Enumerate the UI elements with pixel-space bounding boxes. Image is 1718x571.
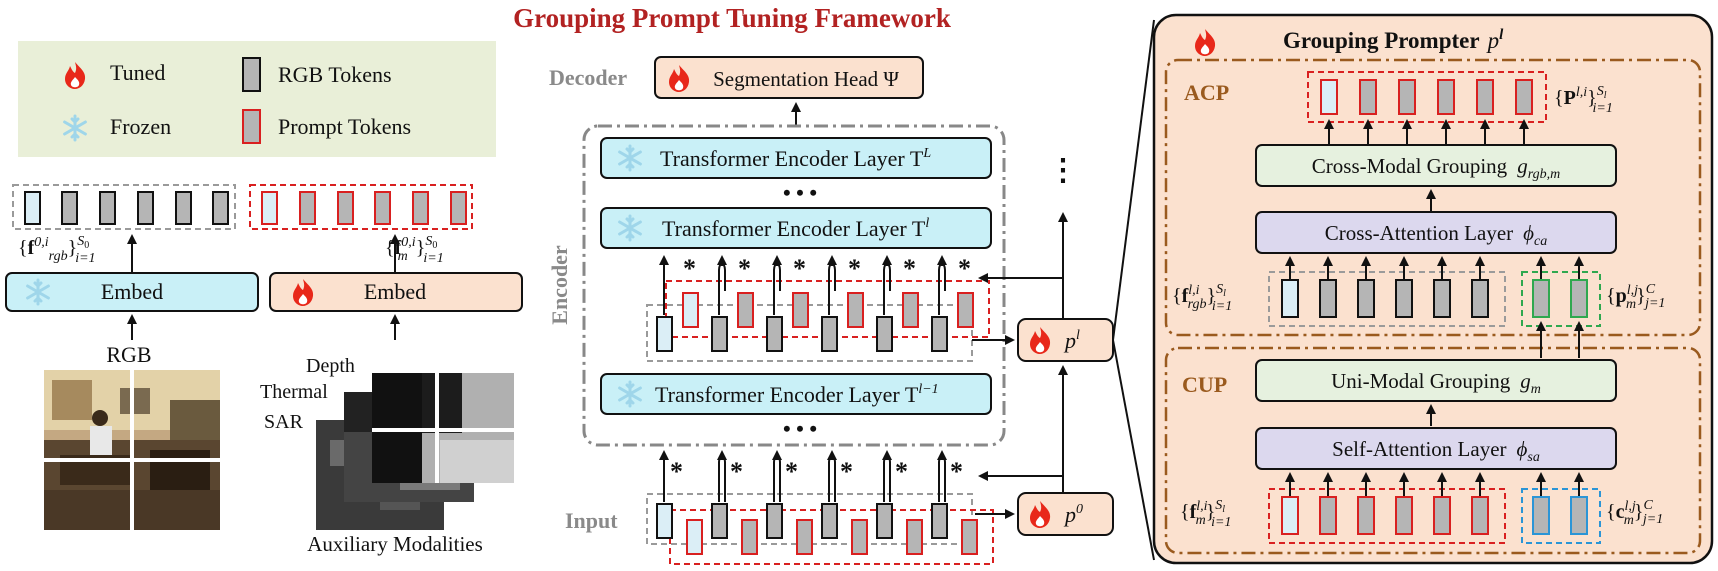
prompt-token-swatch: [242, 109, 261, 144]
legend-prompt-tokens: Prompt Tokens: [278, 114, 411, 139]
embed-modality-box: [269, 272, 523, 312]
layer-l-minus-1-label: Transformer Encoder Layer Tl−1: [655, 382, 939, 407]
encoder-layer-l-minus-1: [600, 373, 992, 415]
star: *: [958, 254, 971, 283]
rgb-token-row: [12, 184, 236, 230]
legend-rgb-tokens: RGB Tokens: [278, 62, 392, 87]
vertical-ellipsis: ⋮: [1048, 154, 1078, 187]
page-title: Grouping Prompt Tuning Framework: [513, 3, 951, 33]
depth-label: Depth: [306, 355, 355, 377]
star: *: [903, 254, 916, 283]
embed-rgb-box: [5, 272, 259, 312]
ellipsis-2: • • •: [783, 416, 817, 441]
cross-modal-grouping-box: [1255, 144, 1617, 187]
encoder-layer-L: [600, 137, 992, 179]
legend-frozen: Frozen: [110, 114, 171, 139]
sar-label: SAR: [264, 411, 304, 433]
mixed-token-group-upper: [646, 280, 990, 362]
segmentation-head-box: [654, 56, 924, 99]
cup-label: CUP: [1182, 372, 1227, 397]
cup-box: [1164, 346, 1702, 555]
cup-input-arrows: [1285, 472, 1584, 496]
input-stars: * * * * * *: [670, 457, 963, 486]
star: *: [793, 254, 806, 283]
legend: Tuned Frozen RGB Tokens Prompt Tokens: [18, 41, 496, 157]
legend-tuned: Tuned: [110, 60, 165, 85]
input-arrows: [659, 450, 947, 502]
aux-modalities-label: Auxiliary Modalities: [307, 532, 483, 556]
star: *: [738, 254, 751, 283]
input-label: Input: [565, 508, 618, 533]
encoder-box: [582, 124, 1006, 447]
acp-label: ACP: [1184, 80, 1229, 105]
decoder-label: Decoder: [549, 65, 627, 90]
uni-modal-grouping-box: [1255, 359, 1617, 402]
star: *: [730, 457, 743, 486]
acp-output-arrows: [1324, 119, 1529, 145]
encoder-label: Encoder: [547, 245, 572, 325]
upper-stars: * * * * * *: [683, 254, 971, 283]
prompter-l-label: pl: [1063, 328, 1080, 353]
star: *: [785, 457, 798, 486]
cup-input-tokens: [1268, 488, 1601, 544]
star: *: [895, 457, 908, 486]
encoder-layer-l: [600, 207, 992, 249]
upper-arrows: [659, 255, 947, 315]
thermal-label: Thermal: [260, 381, 328, 403]
acp-input-tokens: [1268, 271, 1601, 327]
layer-L-label: Transformer Encoder Layer TL: [660, 146, 931, 171]
cross-attention-layer-box: [1255, 211, 1617, 254]
acp-input-arrows: [1285, 256, 1584, 279]
star: *: [848, 254, 861, 283]
cup-to-acp-arrows: [1536, 321, 1584, 358]
rgb-label: RGB: [106, 342, 151, 367]
rgb-image: [44, 370, 220, 530]
star: *: [670, 457, 683, 486]
aux-images: [316, 373, 514, 530]
self-attention-layer-box: [1255, 427, 1617, 470]
star: *: [840, 457, 853, 486]
prompter-connectors: [972, 19, 1155, 561]
embed-rgb-label: Embed: [101, 279, 163, 304]
acp-output-tokens: [1307, 71, 1547, 123]
ellipsis-1: • • •: [783, 180, 817, 205]
embed-modality-label: Embed: [364, 279, 426, 304]
star: *: [683, 254, 696, 283]
star: *: [950, 457, 963, 486]
rgb-token-swatch: [242, 57, 261, 92]
layer-l-label: Transformer Encoder Layer Tl: [662, 216, 929, 241]
prompter-0-label: p0: [1063, 502, 1083, 527]
mixed-token-group-input: [646, 493, 994, 565]
acp-box: [1164, 58, 1702, 337]
modality-token-row: [249, 184, 473, 230]
segmentation-head-label: Segmentation Head Ψ: [713, 67, 899, 91]
